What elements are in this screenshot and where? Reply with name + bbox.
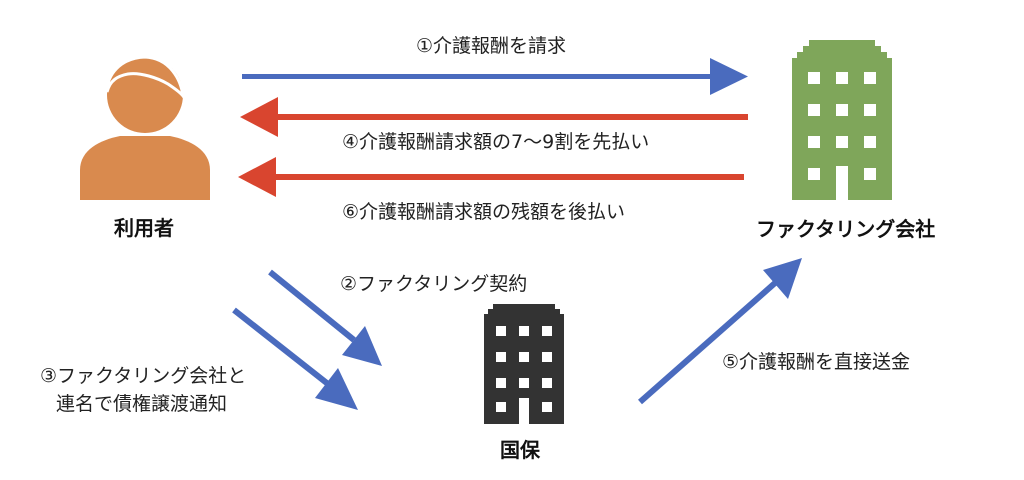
step5-label: ⑤介護報酬を直接送金 — [722, 351, 911, 373]
arrow-step4 — [240, 97, 748, 137]
step3-label-line1: ③ファクタリング会社と — [40, 365, 247, 387]
arrow-step2 — [268, 269, 382, 366]
step3-label-line2: 連名で債権譲渡通知 — [56, 393, 228, 415]
step4-label: ④介護報酬請求額の7〜9割を先払い — [342, 131, 650, 153]
factoring-company-building-icon — [792, 40, 892, 200]
kokuho-building-icon — [484, 304, 564, 424]
person-icon — [80, 55, 210, 200]
arrow-step3 — [232, 307, 358, 410]
step1-label: ①介護報酬を請求 — [416, 35, 567, 57]
step2-label: ②ファクタリング契約 — [340, 273, 528, 295]
arrow-step6 — [238, 157, 744, 197]
step6-label: ⑥介護報酬請求額の残額を後払い — [342, 201, 626, 223]
arrow-step5 — [638, 258, 802, 405]
kokuho-label: 国保 — [500, 438, 540, 462]
factoring-company-label: ファクタリング会社 — [756, 217, 936, 241]
arrow-step1 — [242, 58, 748, 95]
user-label: 利用者 — [114, 216, 174, 240]
